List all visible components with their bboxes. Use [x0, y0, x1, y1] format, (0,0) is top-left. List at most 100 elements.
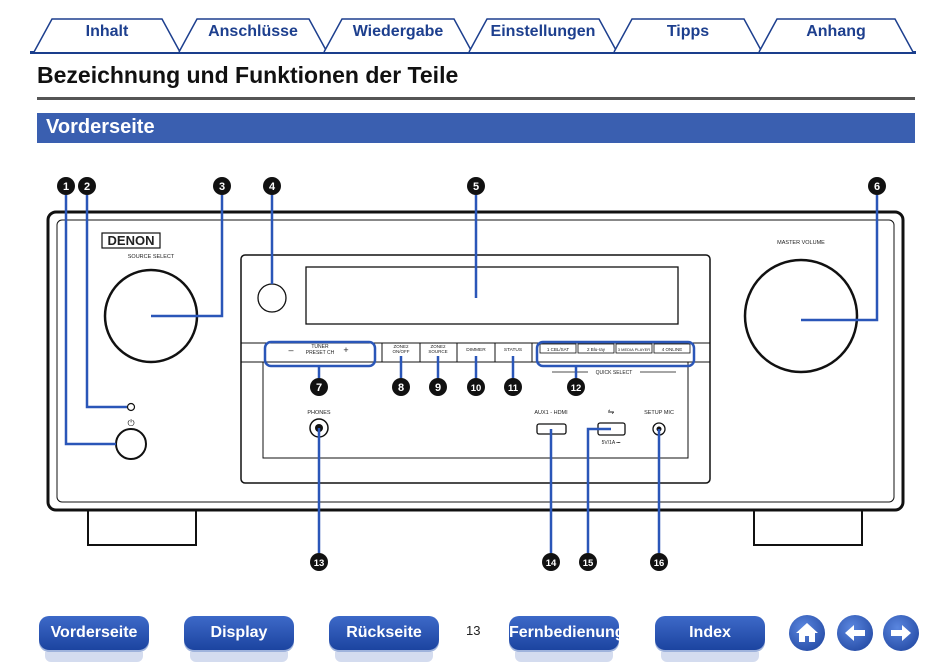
- status-label: STATUS: [504, 347, 522, 353]
- usb-icon: ⇋: [608, 407, 615, 416]
- tab-label: Inhalt: [85, 23, 129, 40]
- callout-number: 16: [654, 558, 665, 569]
- leader-6: [801, 195, 879, 322]
- leader-15: [586, 427, 611, 553]
- nav-button-label: Fernbedienung: [509, 624, 625, 641]
- master-volume-label: MASTER VOLUME: [777, 240, 825, 246]
- quick-select-2[interactable]: [577, 343, 615, 354]
- callout-number: 7: [316, 382, 322, 394]
- tab-wiedergabe[interactable]: Wiedergabe: [322, 17, 474, 53]
- tab-tipps[interactable]: Tipps: [612, 17, 764, 53]
- callout-badge-11: 11: [504, 378, 522, 396]
- callout-badge-6: 6: [868, 177, 886, 195]
- left-foot: [87, 509, 197, 546]
- nav-display-button[interactable]: Display: [184, 616, 294, 662]
- callout-number: 15: [583, 558, 594, 569]
- section-header: Vorderseite: [37, 113, 915, 143]
- callout-badge-4: 4: [263, 177, 281, 195]
- zone2-onoff-label: ZONE2: [393, 344, 409, 349]
- front-display: [305, 266, 679, 325]
- page-number: 13: [466, 623, 481, 638]
- callout-badge-5: 5: [467, 177, 485, 195]
- brand-logo: DENON: [108, 233, 155, 248]
- forward-button[interactable]: [883, 615, 919, 651]
- tuner-label: TUNER: [311, 344, 329, 350]
- callout-badge-3: 3: [213, 177, 231, 195]
- callout-badge-9: 9: [429, 378, 447, 396]
- quick-select-2-label: 2 Blu-ray: [587, 347, 606, 352]
- nav-rueckseite-button[interactable]: Rückseite: [329, 616, 439, 662]
- quick-select-4[interactable]: [653, 343, 691, 354]
- tab-einstellungen[interactable]: Einstellungen: [467, 17, 619, 53]
- preset-ch-label: PRESET CH: [306, 350, 335, 356]
- tab-label: Tipps: [666, 23, 710, 40]
- tab-shape: [178, 18, 328, 53]
- tab-shape: [468, 18, 618, 53]
- tuner-minus: –: [288, 345, 293, 355]
- callout-badge-16: 16: [650, 553, 668, 571]
- tab-bar-underline: [30, 51, 916, 54]
- quick-select-3-label: 3 MEDIA PLAYER: [618, 347, 650, 352]
- power-symbol: ⏻: [127, 418, 134, 428]
- callout-badge-15: 15: [579, 553, 597, 571]
- power-button[interactable]: [115, 428, 147, 460]
- callout-number: 1: [63, 181, 69, 193]
- home-button[interactable]: [789, 615, 825, 651]
- quick-select-4-label: 4 ONLINE: [662, 347, 683, 352]
- callout-number: 3: [219, 181, 225, 193]
- back-button[interactable]: [837, 615, 873, 651]
- front-panel-svg: DENON SOURCE SELECT ⏻ – TUNER PRESET CH …: [46, 177, 905, 571]
- nav-vorderseite-button[interactable]: Vorderseite: [39, 616, 149, 662]
- arrow-right-icon: [891, 625, 911, 641]
- tab-label: Anhang: [806, 23, 866, 40]
- tab-label: Wiedergabe: [352, 23, 444, 40]
- leader-3: [151, 195, 224, 318]
- leader-1: [64, 195, 116, 446]
- top-tab-bar: Inhalt Anschlüsse Wiedergabe Einstellung…: [0, 0, 950, 56]
- quick-select-3[interactable]: [615, 343, 653, 354]
- standby-indicator: [126, 402, 136, 412]
- usb-rating-label: 5V/1A ⎓: [602, 440, 621, 446]
- right-foot: [753, 509, 863, 546]
- callout-number: 4: [269, 181, 276, 193]
- quick-select-1-label: 1 CBL/SAT: [547, 347, 569, 352]
- nav-index-button[interactable]: Index: [655, 616, 765, 662]
- master-volume-knob[interactable]: [743, 258, 859, 374]
- tab-shape: [33, 18, 181, 53]
- callout-badge-7: 7: [310, 378, 328, 396]
- source-select-label: SOURCE SELECT: [128, 254, 175, 260]
- zone2-source-label: ZONE2: [430, 344, 446, 349]
- front-panel-diagram: DENON SOURCE SELECT ⏻ – TUNER PRESET CH …: [0, 150, 950, 590]
- setup-mic-label: SETUP MIC: [644, 410, 674, 416]
- callout-number: 11: [508, 383, 519, 394]
- callout-number: 5: [473, 181, 479, 193]
- tab-shape: [323, 18, 473, 53]
- quick-select-label: QUICK SELECT: [596, 370, 633, 376]
- tab-shape: [613, 18, 763, 53]
- dimmer-label: DIMMER: [466, 347, 486, 353]
- tab-shape: [758, 18, 914, 53]
- callout-number: 6: [874, 181, 880, 193]
- quick-select-1[interactable]: [539, 343, 577, 354]
- tab-anschluesse[interactable]: Anschlüsse: [177, 17, 329, 53]
- tab-inhalt[interactable]: Inhalt: [32, 17, 182, 53]
- nav-button-label: Rückseite: [346, 624, 422, 641]
- tab-label: Anschlüsse: [208, 23, 298, 40]
- nav-fernbedienung-button[interactable]: Fernbedienung: [509, 616, 625, 662]
- zone2-source-label: SOURCE: [428, 349, 447, 354]
- callout-badge-14: 14: [542, 553, 560, 571]
- tab-anhang[interactable]: Anhang: [757, 17, 915, 53]
- home-icon: [796, 623, 818, 642]
- aux-hdmi-label: AUX1 - HDMI: [534, 410, 568, 416]
- page-title: Bezeichnung und Funktionen der Teile: [37, 62, 459, 88]
- phones-label: PHONES: [307, 410, 331, 416]
- callout-number: 13: [314, 558, 325, 569]
- callout-badge-13: 13: [310, 553, 328, 571]
- callout-badge-12: 12: [567, 378, 585, 396]
- brand-logo-box: [101, 232, 161, 249]
- callout-badge-10: 10: [467, 378, 485, 396]
- callout-number: 14: [546, 558, 557, 569]
- callout-badge-1: 1: [57, 177, 75, 195]
- tuner-plus: +: [343, 345, 348, 355]
- tab-label: Einstellungen: [490, 23, 596, 40]
